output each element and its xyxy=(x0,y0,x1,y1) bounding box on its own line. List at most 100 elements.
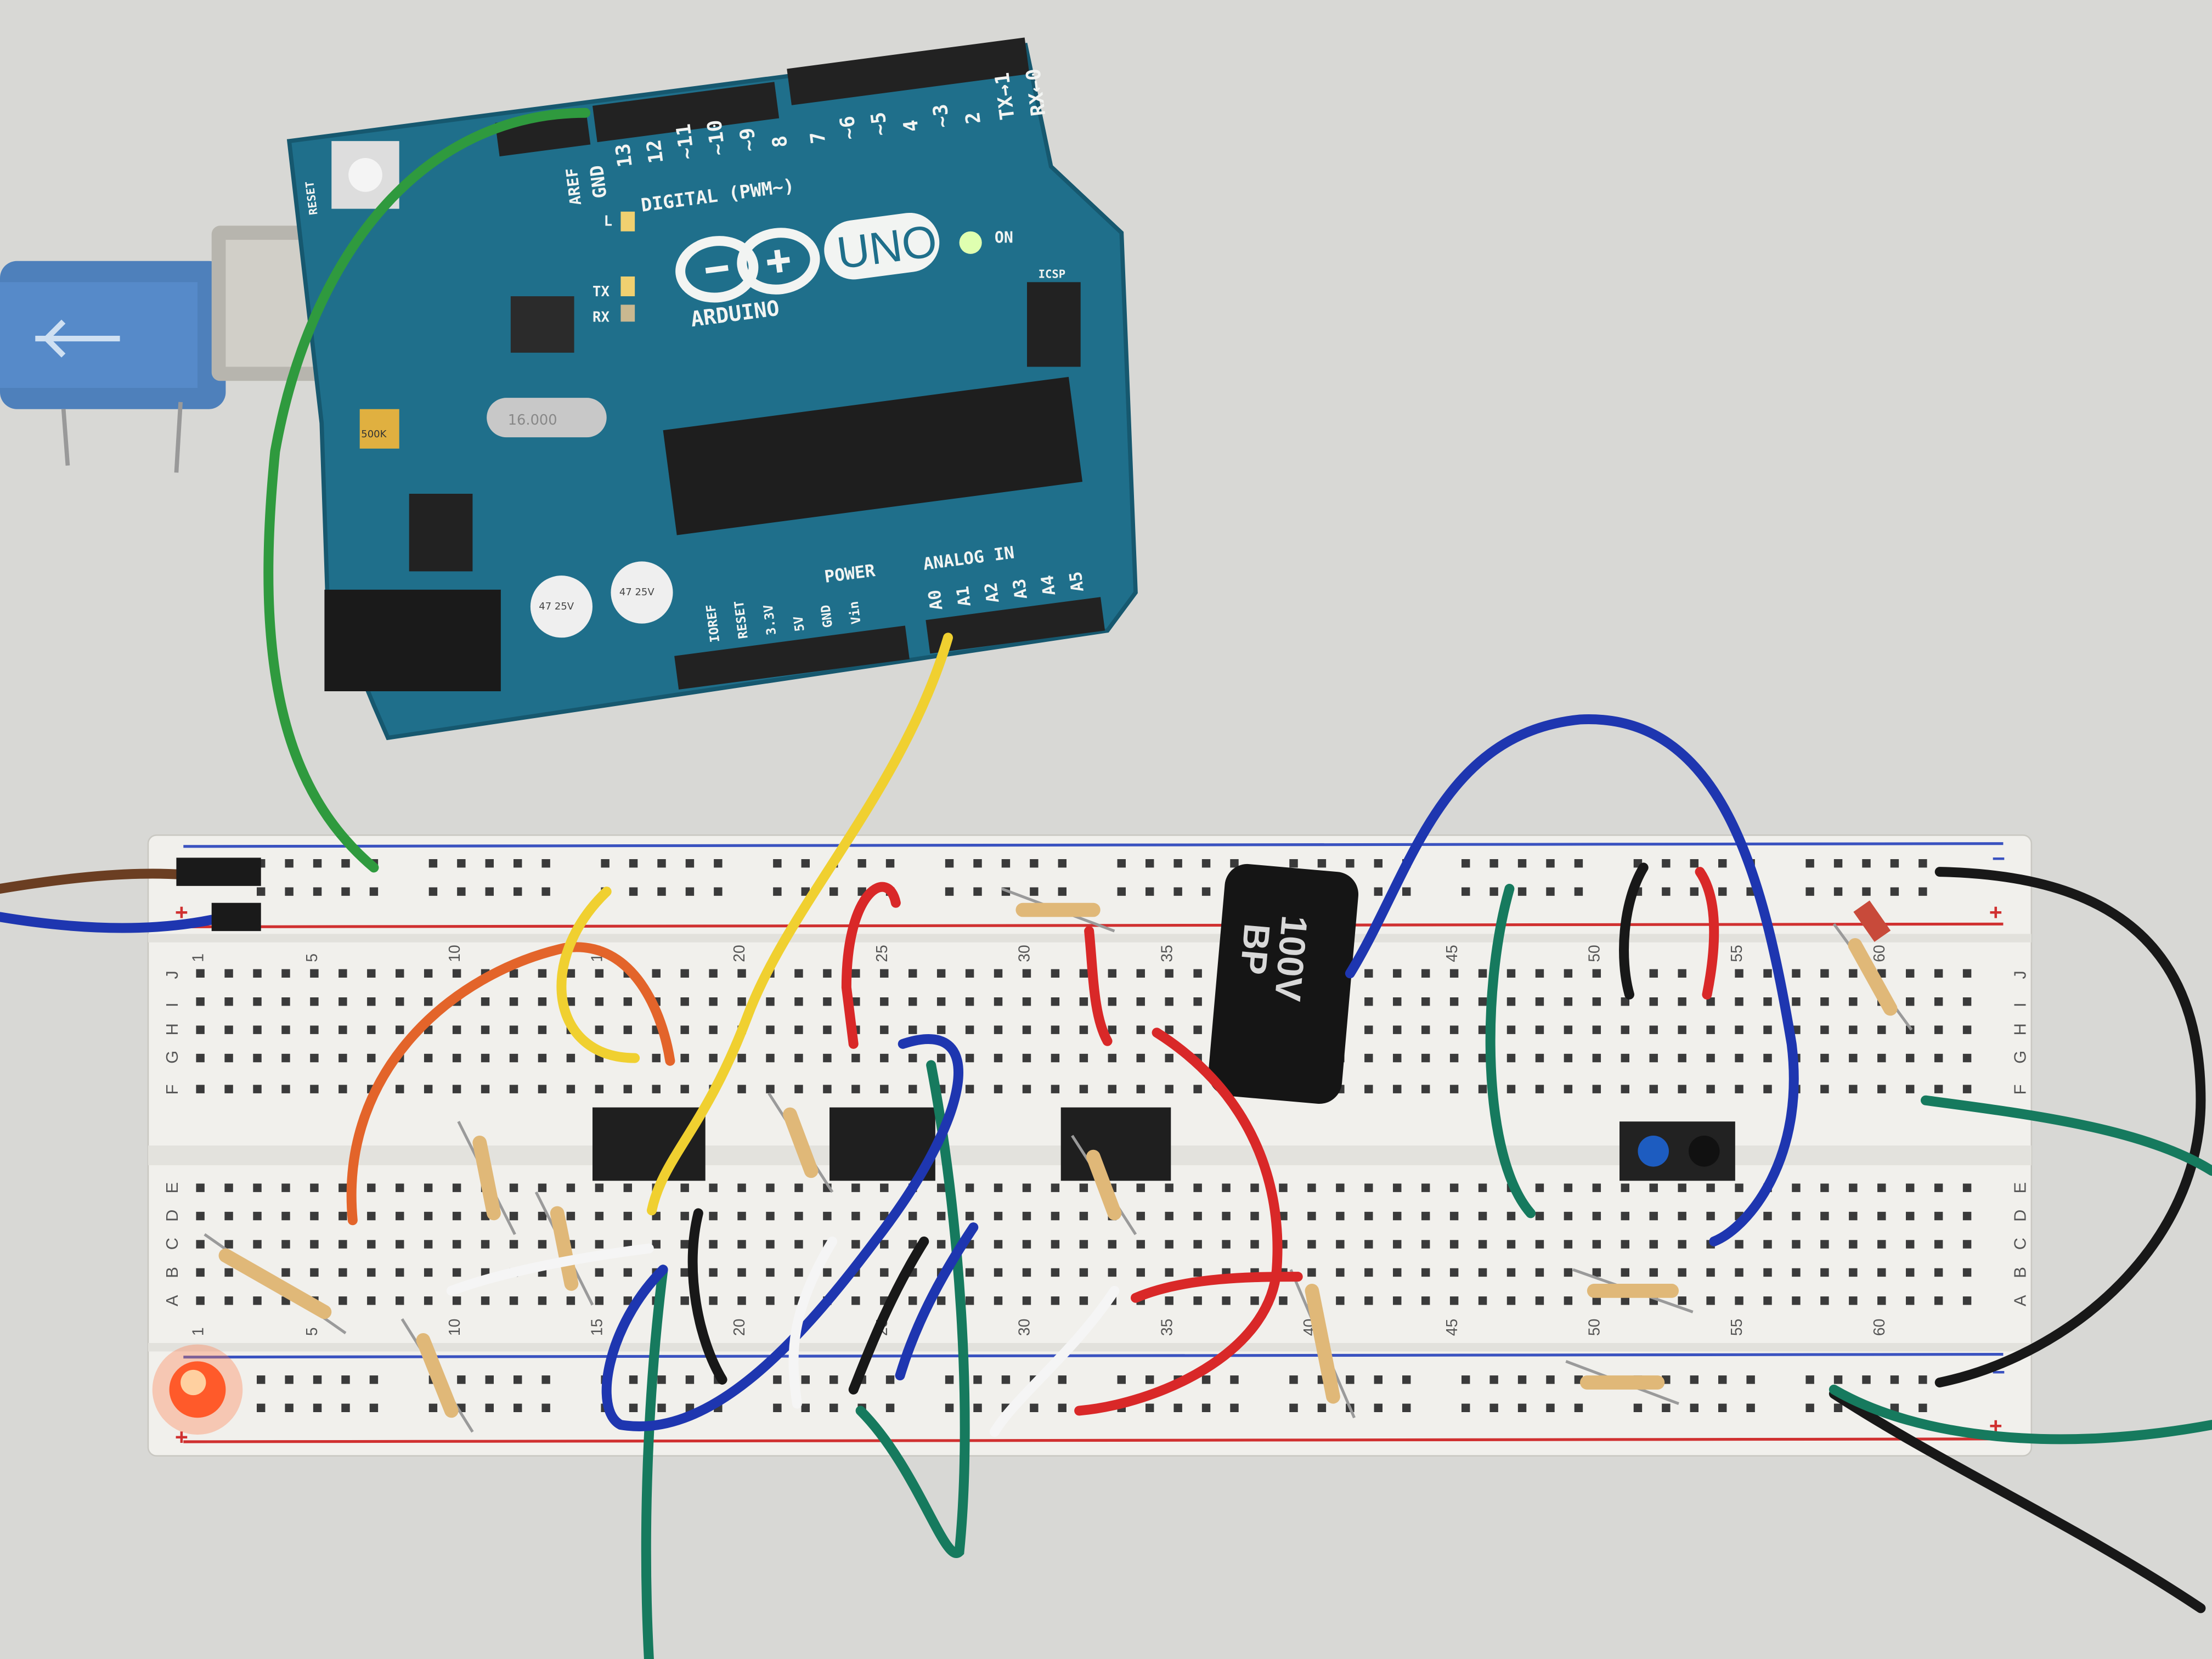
breadboard-hole[interactable] xyxy=(794,997,803,1006)
breadboard-hole[interactable] xyxy=(965,1296,974,1305)
breadboard-hole[interactable] xyxy=(652,1240,661,1249)
breadboard-hole[interactable] xyxy=(1564,1240,1573,1249)
breadboard-hole[interactable] xyxy=(1792,1268,1801,1277)
rail-hole[interactable] xyxy=(1517,887,1527,896)
breadboard-hole[interactable] xyxy=(1136,1240,1145,1249)
breadboard-hole[interactable] xyxy=(1079,969,1088,978)
rail-hole[interactable] xyxy=(1546,887,1555,896)
rail-hole[interactable] xyxy=(285,1375,294,1384)
breadboard-hole[interactable] xyxy=(367,1053,376,1063)
breadboard-hole[interactable] xyxy=(851,969,860,978)
breadboard-hole[interactable] xyxy=(851,1085,860,1093)
breadboard-hole[interactable] xyxy=(709,1025,718,1034)
breadboard-hole[interactable] xyxy=(1051,997,1060,1006)
rail-hole[interactable] xyxy=(601,859,610,868)
breadboard-hole[interactable] xyxy=(424,1296,433,1305)
rail-hole[interactable] xyxy=(1489,859,1498,868)
breadboard-hole[interactable] xyxy=(794,1268,803,1277)
breadboard-hole[interactable] xyxy=(1934,1053,1943,1063)
breadboard-hole[interactable] xyxy=(1506,1085,1516,1093)
rail-hole[interactable] xyxy=(1862,1375,1871,1384)
breadboard-hole[interactable] xyxy=(1706,1085,1715,1093)
breadboard-hole[interactable] xyxy=(253,1025,262,1034)
breadboard-hole[interactable] xyxy=(367,997,376,1006)
rail-hole[interactable] xyxy=(1890,1403,1899,1412)
breadboard-hole[interactable] xyxy=(595,1296,604,1305)
breadboard-hole[interactable] xyxy=(538,1085,547,1093)
breadboard-hole[interactable] xyxy=(1962,1240,1972,1249)
rail-hole[interactable] xyxy=(541,1403,550,1412)
breadboard-hole[interactable] xyxy=(1393,997,1402,1006)
rail-hole[interactable] xyxy=(973,1375,982,1384)
rail-hole[interactable] xyxy=(1117,887,1126,896)
rail-hole[interactable] xyxy=(1890,859,1899,868)
rail-hole[interactable] xyxy=(457,1375,466,1384)
rail-hole[interactable] xyxy=(973,859,982,868)
breadboard-hole[interactable] xyxy=(1307,1240,1316,1249)
breadboard-hole[interactable] xyxy=(310,1240,319,1249)
breadboard-hole[interactable] xyxy=(1051,1268,1060,1277)
breadboard-hole[interactable] xyxy=(1906,1053,1915,1063)
rail-hole[interactable] xyxy=(945,1403,954,1412)
rail-hole[interactable] xyxy=(514,1403,522,1412)
breadboard-hole[interactable] xyxy=(623,1183,632,1192)
rail-hole[interactable] xyxy=(457,887,466,896)
breadboard-hole[interactable] xyxy=(766,997,775,1006)
rail-hole[interactable] xyxy=(1374,1403,1383,1412)
breadboard-hole[interactable] xyxy=(1877,1268,1886,1277)
breadboard-hole[interactable] xyxy=(1849,1183,1858,1192)
breadboard-hole[interactable] xyxy=(1393,1268,1402,1277)
breadboard-hole[interactable] xyxy=(509,1053,518,1063)
breadboard-hole[interactable] xyxy=(1079,1211,1088,1221)
breadboard-hole[interactable] xyxy=(1592,1211,1601,1221)
breadboard-hole[interactable] xyxy=(1678,969,1686,978)
breadboard-hole[interactable] xyxy=(1621,1025,1629,1034)
breadboard-hole[interactable] xyxy=(909,1296,917,1305)
breadboard-hole[interactable] xyxy=(1962,1053,1972,1063)
breadboard-hole[interactable] xyxy=(452,1211,461,1221)
rail-hole[interactable] xyxy=(885,1403,895,1412)
breadboard-hole[interactable] xyxy=(1364,1053,1373,1063)
breadboard-hole[interactable] xyxy=(481,1240,490,1249)
breadboard-hole[interactable] xyxy=(936,969,946,978)
breadboard-hole[interactable] xyxy=(1592,1240,1601,1249)
breadboard-hole[interactable] xyxy=(1535,1268,1544,1277)
breadboard-hole[interactable] xyxy=(1136,969,1145,978)
breadboard-hole[interactable] xyxy=(909,997,917,1006)
breadboard-hole[interactable] xyxy=(1621,1211,1629,1221)
breadboard-hole[interactable] xyxy=(1307,1211,1316,1221)
breadboard-hole[interactable] xyxy=(1079,1183,1088,1192)
breadboard-hole[interactable] xyxy=(1364,997,1373,1006)
breadboard-hole[interactable] xyxy=(1820,1085,1829,1093)
breadboard-hole[interactable] xyxy=(1564,997,1573,1006)
breadboard-hole[interactable] xyxy=(823,1268,832,1277)
breadboard-hole[interactable] xyxy=(1706,1296,1715,1305)
breadboard-hole[interactable] xyxy=(1449,1268,1459,1277)
breadboard-hole[interactable] xyxy=(1364,969,1373,978)
breadboard-hole[interactable] xyxy=(965,1025,974,1034)
breadboard-hole[interactable] xyxy=(1706,1053,1715,1063)
rail-hole[interactable] xyxy=(1146,1375,1154,1384)
breadboard-hole[interactable] xyxy=(1222,1183,1231,1192)
breadboard-hole[interactable] xyxy=(1022,1183,1031,1192)
analog-header[interactable] xyxy=(926,597,1105,654)
digital-header-high[interactable] xyxy=(592,82,780,143)
breadboard-hole[interactable] xyxy=(737,1053,746,1063)
breadboard-hole[interactable] xyxy=(538,1053,547,1063)
rail-hole[interactable] xyxy=(1058,887,1066,896)
breadboard-hole[interactable] xyxy=(680,1053,689,1063)
breadboard-hole[interactable] xyxy=(1934,969,1943,978)
breadboard-hole[interactable] xyxy=(737,1211,746,1221)
breadboard-hole[interactable] xyxy=(909,1240,917,1249)
breadboard-hole[interactable] xyxy=(367,1025,376,1034)
breadboard-hole[interactable] xyxy=(1193,969,1202,978)
breadboard-hole[interactable] xyxy=(1193,1085,1202,1093)
rail-hole[interactable] xyxy=(1001,1375,1011,1384)
breadboard-hole[interactable] xyxy=(1678,997,1686,1006)
breadboard-hole[interactable] xyxy=(1165,1183,1173,1192)
breadboard-hole[interactable] xyxy=(994,1053,1003,1063)
breadboard-hole[interactable] xyxy=(766,1296,775,1305)
breadboard-hole[interactable] xyxy=(1051,1085,1060,1093)
breadboard-hole[interactable] xyxy=(396,1240,404,1249)
rail-hole[interactable] xyxy=(830,1403,838,1412)
